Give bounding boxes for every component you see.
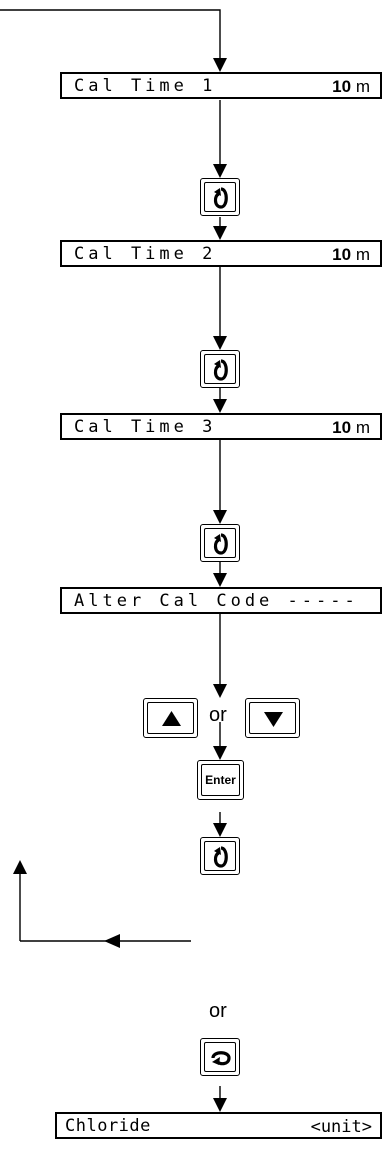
key-face [204, 841, 236, 871]
return-key[interactable] [200, 1038, 240, 1076]
next-step-icon [213, 359, 228, 381]
display-value: 10 m [332, 418, 370, 438]
display-cal-time-2: Cal Time 2 10 m [60, 240, 382, 267]
down-arrow-icon [264, 712, 283, 727]
value-unit: m [355, 418, 370, 437]
down-key[interactable] [245, 698, 300, 738]
display-chloride: Chloride <unit> [55, 1112, 382, 1139]
up-key[interactable] [143, 698, 198, 738]
next-key-3[interactable] [200, 524, 240, 562]
display-alter-cal-code: Alter Cal Code ----- [60, 587, 382, 614]
next-step-icon [213, 187, 228, 209]
return-icon [211, 1051, 231, 1066]
enter-label: Enter [205, 773, 236, 787]
display-unit-placeholder: <unit> [310, 1117, 372, 1137]
next-key-1[interactable] [200, 178, 240, 216]
display-value: 10 m [332, 77, 370, 97]
display-cal-time-3: Cal Time 3 10 m [60, 413, 382, 440]
key-face [204, 182, 236, 212]
display-label: Chloride [65, 1116, 151, 1136]
key-face [204, 528, 236, 558]
value-number: 10 [332, 245, 352, 264]
key-face [204, 1042, 236, 1072]
display-label: Cal Time 3 [74, 417, 217, 437]
enter-key[interactable]: Enter [197, 760, 244, 800]
display-label: Alter Cal Code ----- [74, 591, 359, 611]
up-arrow-icon [162, 711, 181, 726]
next-key-4[interactable] [200, 837, 240, 875]
display-label: Cal Time 1 [74, 76, 217, 96]
key-face [147, 702, 194, 734]
next-key-2[interactable] [200, 350, 240, 388]
or-label-1: or [209, 704, 227, 726]
or-label-2: or [209, 1000, 227, 1022]
display-value: 10 m [332, 245, 370, 265]
display-label: Cal Time 2 [74, 244, 217, 264]
next-step-icon [213, 846, 228, 868]
value-unit: m [355, 77, 370, 96]
next-step-icon [213, 533, 228, 555]
key-face [204, 354, 236, 384]
key-face [201, 764, 240, 796]
value-unit: m [355, 245, 370, 264]
value-number: 10 [332, 77, 352, 96]
display-cal-time-1: Cal Time 1 10 m [60, 72, 382, 99]
key-face [249, 702, 296, 734]
value-number: 10 [332, 418, 352, 437]
